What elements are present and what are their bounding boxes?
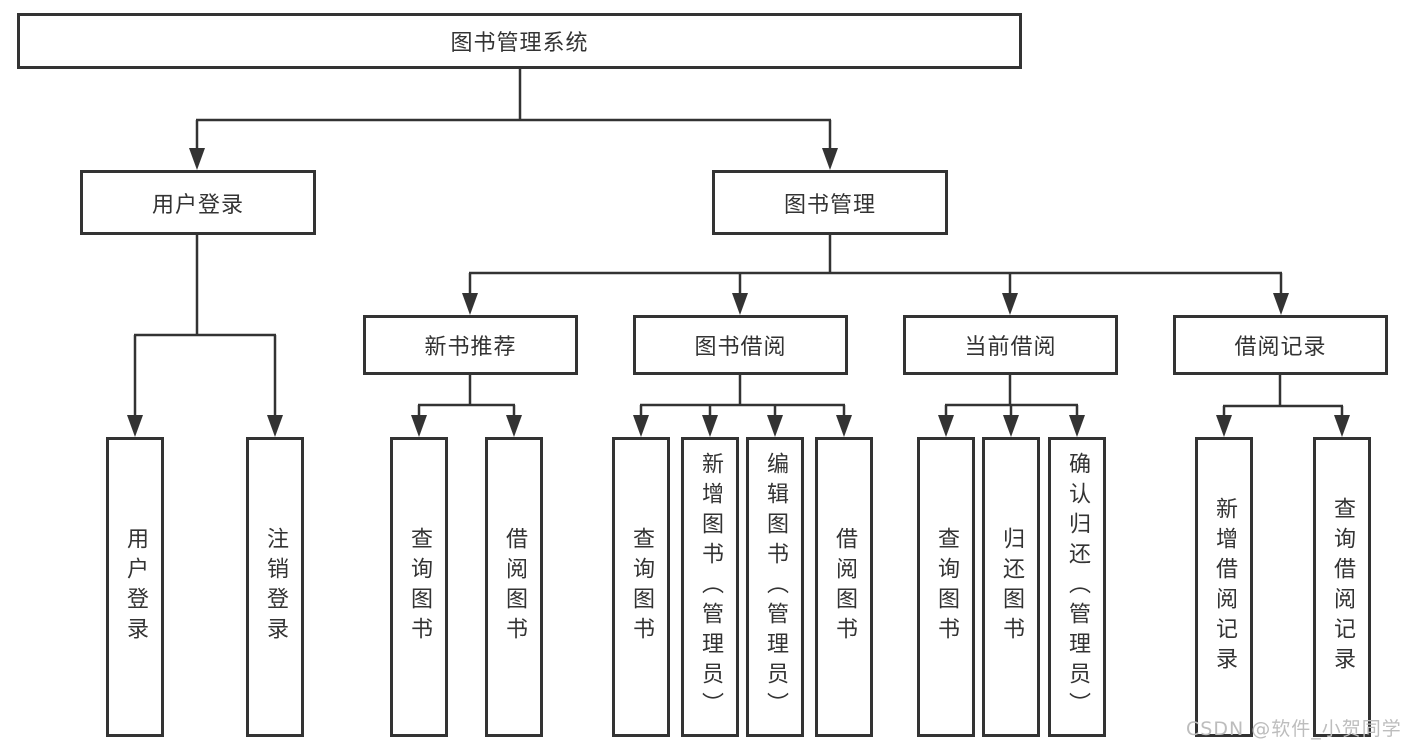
node-book-management: 图书管理 [712, 170, 948, 235]
leaf-query-books-borrow-label: 查询图书 [629, 527, 654, 647]
leaf-add-books-admin-label: 新增图书（管理员） [698, 452, 723, 722]
leaf-add-borrow-record-label: 新增借阅记录 [1212, 497, 1237, 677]
leaf-logout-label: 注销登录 [263, 527, 288, 647]
leaf-borrow-books-label: 借阅图书 [832, 527, 857, 647]
leaf-query-borrow-record: 查询借阅记录 [1313, 437, 1371, 737]
node-book-management-label: 图书管理 [783, 192, 876, 218]
node-new-book-recommend: 新书推荐 [363, 315, 578, 375]
leaf-add-books-admin: 新增图书（管理员） [681, 437, 739, 737]
node-book-borrowing: 图书借阅 [633, 315, 848, 375]
leaf-add-borrow-record: 新增借阅记录 [1195, 437, 1253, 737]
connector-book-borrow-children [633, 375, 852, 437]
connector-book-mgmt-to-level3 [462, 235, 1289, 315]
leaf-query-borrow-record-label: 查询借阅记录 [1330, 497, 1355, 677]
leaf-user-login-label: 用户登录 [123, 527, 148, 647]
leaf-return-books: 归还图书 [982, 437, 1040, 737]
leaf-user-login: 用户登录 [106, 437, 164, 737]
node-root-label: 图书管理系统 [450, 31, 589, 56]
node-borrow-records: 借阅记录 [1173, 315, 1388, 375]
leaf-borrow-books-recommend: 借阅图书 [485, 437, 543, 737]
leaf-edit-books-admin: 编辑图书（管理员） [746, 437, 804, 737]
watermark-csdn: CSDN @软件_小贺同学 [1186, 718, 1402, 740]
leaf-borrow-books-recommend-label: 借阅图书 [502, 527, 527, 647]
connector-root-to-level2 [189, 69, 838, 170]
connector-new-book-rec-children [411, 375, 522, 437]
leaf-query-books-borrow: 查询图书 [612, 437, 670, 737]
node-book-borrowing-label: 图书借阅 [694, 335, 787, 360]
leaf-confirm-return-admin-label: 确认归还（管理员） [1065, 452, 1090, 722]
leaf-query-books-current-label: 查询图书 [934, 527, 959, 647]
connector-borrow-records-children [1216, 375, 1350, 437]
node-borrow-records-label: 借阅记录 [1234, 335, 1327, 360]
node-root: 图书管理系统 [17, 13, 1022, 69]
node-current-borrowing: 当前借阅 [903, 315, 1118, 375]
leaf-edit-books-admin-label: 编辑图书（管理员） [763, 452, 788, 722]
node-current-borrowing-label: 当前借阅 [964, 335, 1057, 360]
connector-current-borrow-children [938, 375, 1085, 437]
connector-user-login-children [127, 235, 283, 437]
node-user-login: 用户登录 [80, 170, 316, 235]
node-user-login-label: 用户登录 [151, 192, 244, 218]
leaf-query-books-recommend-label: 查询图书 [407, 527, 432, 647]
node-new-book-recommend-label: 新书推荐 [424, 335, 517, 360]
leaf-logout: 注销登录 [246, 437, 304, 737]
leaf-query-books-current: 查询图书 [917, 437, 975, 737]
leaf-query-books-recommend: 查询图书 [390, 437, 448, 737]
leaf-borrow-books: 借阅图书 [815, 437, 873, 737]
leaf-return-books-label: 归还图书 [999, 527, 1024, 647]
leaf-confirm-return-admin: 确认归还（管理员） [1048, 437, 1106, 737]
